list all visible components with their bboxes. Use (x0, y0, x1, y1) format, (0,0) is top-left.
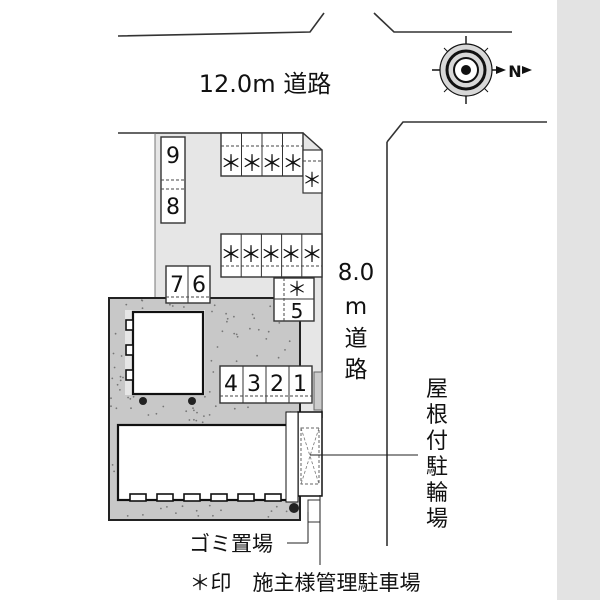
parking-space-top-4: ＊ (282, 152, 304, 177)
bike-label-char-3: 付 (426, 429, 448, 454)
map-edge-strip (557, 0, 600, 600)
parking-space-top-3: ＊ (261, 152, 283, 177)
compass-pointer-icon (522, 66, 532, 74)
bike-parking-roof (300, 427, 320, 485)
building-lower-ticks (129, 493, 282, 502)
parking-space-9: 9 (166, 144, 180, 169)
bike-label-char-1: 屋 (426, 377, 448, 402)
parking-left-pair: 7 6 (165, 265, 211, 304)
parking-space-7: 7 (170, 273, 184, 298)
building-lower (116, 423, 292, 502)
garbage-station (307, 499, 321, 523)
parking-space-small-star: ＊ (287, 277, 307, 301)
parking-space-top-5: ＊ (302, 168, 322, 192)
parking-row-bottom: 4 3 2 1 (219, 365, 313, 404)
parking-space-2: 2 (270, 372, 284, 397)
compass-rose-icon: N (432, 36, 532, 104)
road-right-width: 8.0 (338, 260, 375, 286)
road-top-edge-right (373, 12, 512, 33)
bike-parking-area (297, 411, 323, 497)
parking-row-top: ＊ ＊ ＊ ＊ (220, 132, 304, 177)
parking-space-top-2: ＊ (241, 152, 263, 177)
bike-parking-fence (285, 411, 299, 503)
parking-space-middle-5: ＊ (301, 243, 323, 268)
parking-small: ＊ 5 (273, 277, 315, 323)
parking-space-middle-2: ＊ (240, 243, 262, 268)
compass-arrow-icon (496, 66, 506, 74)
parking-row-middle: ＊ ＊ ＊ ＊ ＊ (220, 233, 323, 278)
road-top-label: 12.0m 道路 (199, 70, 331, 98)
parking-left-upper: 9 8 (160, 136, 186, 224)
hedge-strip (313, 371, 323, 411)
bike-label-char-6: 場 (426, 507, 448, 532)
parking-space-3: 3 (247, 372, 261, 397)
road-top-width: 12.0m (199, 70, 276, 98)
road-right-unit: m (345, 294, 367, 320)
building-upper (131, 310, 205, 396)
bike-label-char-2: 根 (426, 403, 448, 428)
road-right-name-2: 路 (345, 357, 368, 383)
bike-label-char-5: 輪 (426, 481, 448, 506)
parking-space-5: 5 (291, 299, 304, 323)
parking-space-4: 4 (224, 372, 238, 397)
road-right-edge-outer (386, 121, 547, 143)
parking-space-top-1: ＊ (220, 152, 242, 177)
parking-space-1: 1 (293, 372, 307, 397)
parking-space-middle-3: ＊ (260, 243, 282, 268)
bike-label-char-4: 駐 (426, 455, 448, 480)
parking-space-middle-4: ＊ (280, 243, 302, 268)
compass-north-label: N (508, 62, 521, 81)
parking-top-right: ＊ (302, 149, 323, 194)
parking-space-middle-1: ＊ (220, 243, 242, 268)
parking-space-6: 6 (192, 273, 206, 298)
parking-space-8: 8 (166, 195, 180, 220)
tree-markers (139, 397, 299, 513)
road-top-name: 道路 (283, 70, 331, 98)
legend-text: ＊印 施主様管理駐車場 (190, 571, 421, 595)
garbage-station-label: ゴミ置場 (189, 532, 273, 556)
building-upper-ticks (125, 319, 134, 381)
bike-parking-label: 屋 根 付 駐 輪 場 (426, 377, 448, 532)
road-right-name-1: 道 (345, 326, 368, 352)
road-top-edge-left (117, 12, 325, 37)
